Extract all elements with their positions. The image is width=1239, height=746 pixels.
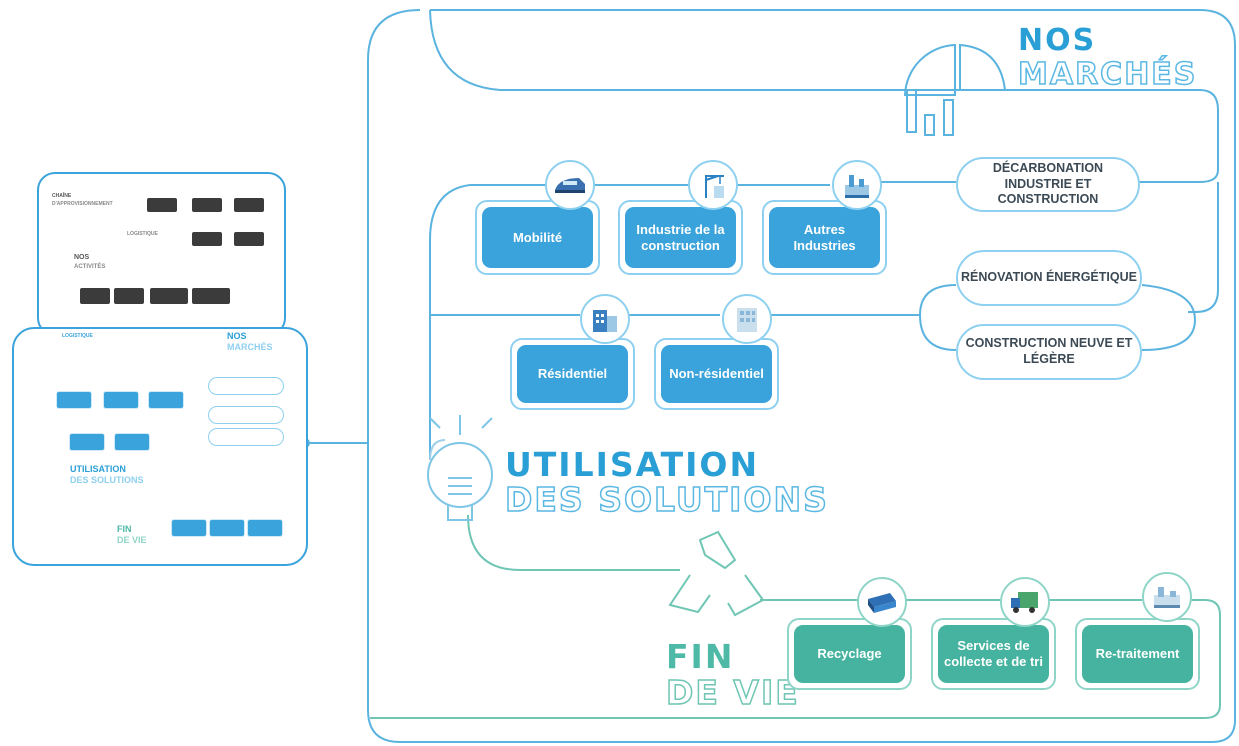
thumb-market-box xyxy=(57,392,91,408)
pill-renovation[interactable]: RÉNOVATION ÉNERGÉTIQUE xyxy=(956,250,1142,306)
overview-thumbnail[interactable]: CHAÎNE D'APPROVISIONNEMENT LOGISTIQUE NO… xyxy=(12,172,308,566)
thumb-logistics: LOGISTIQUE xyxy=(127,231,158,237)
processing-plant-icon xyxy=(1142,572,1192,622)
market-mobilite[interactable]: Mobilité xyxy=(482,207,593,268)
thumb-box xyxy=(192,232,222,246)
recycle-icon xyxy=(668,530,765,617)
thumb-market-box xyxy=(70,434,104,450)
utilisation-heading-line2: DES SOLUTIONS xyxy=(504,480,829,519)
pill-construction-neuve[interactable]: CONSTRUCTION NEUVE ET LÉGÈRE xyxy=(956,324,1142,380)
thumb-market-box xyxy=(149,392,183,408)
eol-recyclage[interactable]: Recyclage xyxy=(794,625,905,683)
marches-heading-line1: NOS xyxy=(1018,23,1097,58)
thumb-eol-box xyxy=(172,520,206,536)
thumb-marches-subtitle: MARCHÉS xyxy=(227,342,273,352)
thumb-chain-subtitle: D'APPROVISIONNEMENT xyxy=(52,201,113,207)
residential-building-icon xyxy=(580,294,630,344)
fin-heading-line1: FIN xyxy=(666,637,735,676)
thumb-pill xyxy=(208,406,284,424)
market-industrie-construction[interactable]: Industrie de la construction xyxy=(625,207,736,268)
thumb-pill xyxy=(208,428,284,446)
pill-decarbonation[interactable]: DÉCARBONATION INDUSTRIE ET CONSTRUCTION xyxy=(956,157,1140,212)
office-building-icon xyxy=(722,294,772,344)
thumb-activities-subtitle: ACTIVITÉS xyxy=(74,264,106,270)
thumb-logistics-2: LOGISTIQUE xyxy=(62,333,93,339)
thumb-marches-title: NOS xyxy=(227,331,247,341)
market-non-residentiel[interactable]: Non-résidentiel xyxy=(661,345,772,403)
thumb-box xyxy=(80,288,110,304)
eol-re-traitement[interactable]: Re-traitement xyxy=(1082,625,1193,683)
thumb-activities-title: NOS xyxy=(74,254,90,261)
factory-icon xyxy=(832,160,882,210)
marches-heading-line2: MARCHÉS xyxy=(1017,57,1198,92)
thumb-eol-box xyxy=(248,520,282,536)
thumb-fin-subtitle: DE VIE xyxy=(117,535,147,545)
market-autres-industries[interactable]: Autres Industries xyxy=(769,207,880,268)
thumb-utilisation-subtitle: DES SOLUTIONS xyxy=(70,475,144,485)
thumb-market-box xyxy=(115,434,149,450)
market-residentiel[interactable]: Résidentiel xyxy=(517,345,628,403)
utilisation-heading-line1: UTILISATION xyxy=(505,445,760,484)
thumb-eol-box xyxy=(210,520,244,536)
thumb-pill xyxy=(208,377,284,395)
thumb-box xyxy=(114,288,144,304)
container-icon xyxy=(857,577,907,627)
crane-icon xyxy=(688,160,738,210)
thumb-chain-title: CHAÎNE xyxy=(52,193,72,199)
eol-services-collecte[interactable]: Services de collecte et de tri xyxy=(938,625,1049,683)
thumb-box xyxy=(234,232,264,246)
thumb-utilisation-title: UTILISATION xyxy=(70,464,126,474)
thumb-box xyxy=(234,198,264,212)
thumb-fin-title: FIN xyxy=(117,524,132,534)
fin-heading-line2: DE VIE xyxy=(665,673,800,712)
thumb-box xyxy=(192,198,222,212)
thumb-box xyxy=(192,288,230,304)
thumb-box xyxy=(150,288,188,304)
truck-icon xyxy=(1000,577,1050,627)
thumb-box xyxy=(147,198,177,212)
thumb-market-box xyxy=(104,392,138,408)
train-icon xyxy=(545,160,595,210)
market-chart-icon xyxy=(903,43,1007,136)
lightbulb-icon xyxy=(427,415,493,521)
